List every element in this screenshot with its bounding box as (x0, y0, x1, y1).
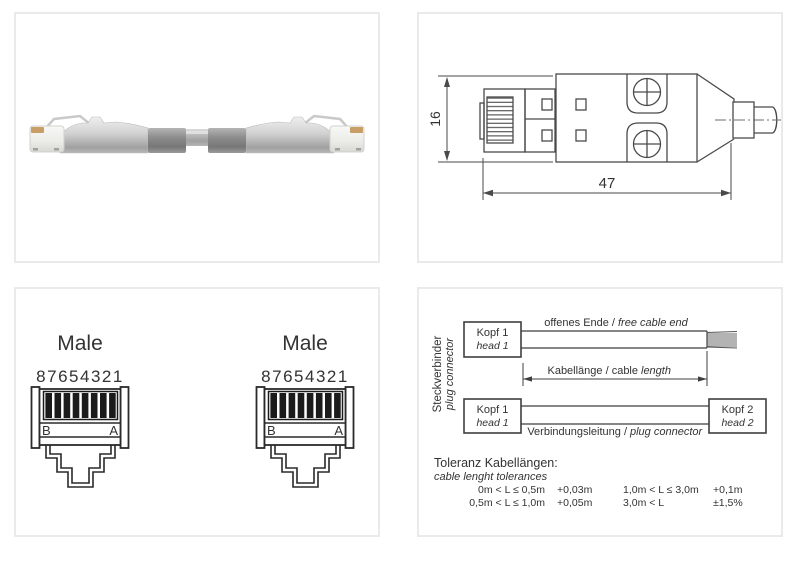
height-dimension-label: 16 (427, 111, 443, 127)
dim-arrow-left (523, 376, 532, 382)
tolerance-title-de: Toleranz Kabellängen: (434, 456, 558, 470)
plug-1-pad-b: B (42, 423, 51, 438)
head1-top-en: head 1 (476, 340, 508, 352)
photo-panel (14, 12, 380, 263)
head2-de: Kopf 2 (722, 404, 754, 416)
side-label-en: plug connector (444, 337, 456, 411)
dim-arrow-right (698, 376, 707, 382)
drawing-panel: 16 47 (417, 12, 783, 263)
tolerance-value-4: ±1,5% (713, 497, 743, 509)
head1-top-de: Kopf 1 (477, 327, 509, 339)
tolerance-range-4: 3,0m < L (623, 497, 664, 509)
plug-2-title: Male (282, 332, 328, 355)
cable-length-label-en: length (641, 365, 671, 377)
connection-label-en: plug connector (629, 426, 703, 438)
plug-1-title: Male (57, 332, 103, 355)
cable-highlight (114, 131, 280, 134)
dimension-arrows (444, 77, 731, 197)
connector-drawing: 16 47 (427, 73, 781, 200)
plug-1-pin-numbers: 87654321 (36, 367, 124, 386)
head1-bottom-en: head 1 (476, 417, 508, 429)
tolerance-value-1: +0,03m (557, 484, 593, 496)
pinout-panel: Male 87654321 B A Male 87654321 B A (14, 287, 380, 537)
connection-cable (521, 405, 709, 425)
length-panel: Steckverbinder plug connector Kopf 1 hea… (417, 287, 783, 537)
plug-2-pad-a: A (334, 423, 343, 438)
tolerance-range-2: 0,5m < L ≤ 1,0m (469, 497, 545, 509)
side-label-de: Steckverbinder (432, 335, 444, 412)
cable-length-dim-lines (522, 351, 708, 386)
tolerance-range-1: 0m < L ≤ 0,5m (478, 484, 545, 496)
head1-bottom-de: Kopf 1 (477, 404, 509, 416)
cable-photo (28, 114, 366, 155)
stripped-wires (707, 332, 737, 347)
head2-en: head 2 (721, 417, 753, 429)
stripped-wires-edge (706, 331, 738, 349)
plug-2-pad-b: B (267, 423, 276, 438)
cable-length-diagram: Steckverbinder plug connector Kopf 1 hea… (432, 317, 767, 509)
contact-hatch (486, 96, 514, 144)
cable-connector-right (206, 114, 366, 155)
screw-top-icon (626, 73, 668, 114)
tolerance-value-2: +0,05m (557, 497, 593, 509)
connection-label-de: Verbindungsleitung / (527, 426, 628, 438)
width-dimension-label: 47 (599, 175, 616, 192)
plug-2-pin-numbers: 87654321 (261, 367, 349, 386)
screw-bottom-icon (626, 122, 668, 163)
open-end-label-de: offenes Ende / (544, 317, 616, 329)
connector-outline (438, 73, 781, 200)
cable-length-label-de: Kabellänge / cable (547, 365, 638, 377)
head2-box (708, 398, 767, 434)
tolerance-range-3: 1,0m < L ≤ 3,0m (623, 484, 699, 496)
plug-1-pad-a: A (109, 423, 118, 438)
tolerance-title-en: cable lenght tolerances (434, 471, 548, 483)
head1-box-bottom (463, 398, 522, 434)
head1-box-top (463, 321, 522, 358)
open-end-label-en: free cable end (618, 317, 689, 329)
cable-connector-left (28, 114, 188, 155)
open-end-cable (521, 330, 708, 349)
tolerance-value-3: +0,1m (713, 484, 743, 496)
pinout-diagram: Male 87654321 B A Male 87654321 B A (30, 332, 355, 488)
